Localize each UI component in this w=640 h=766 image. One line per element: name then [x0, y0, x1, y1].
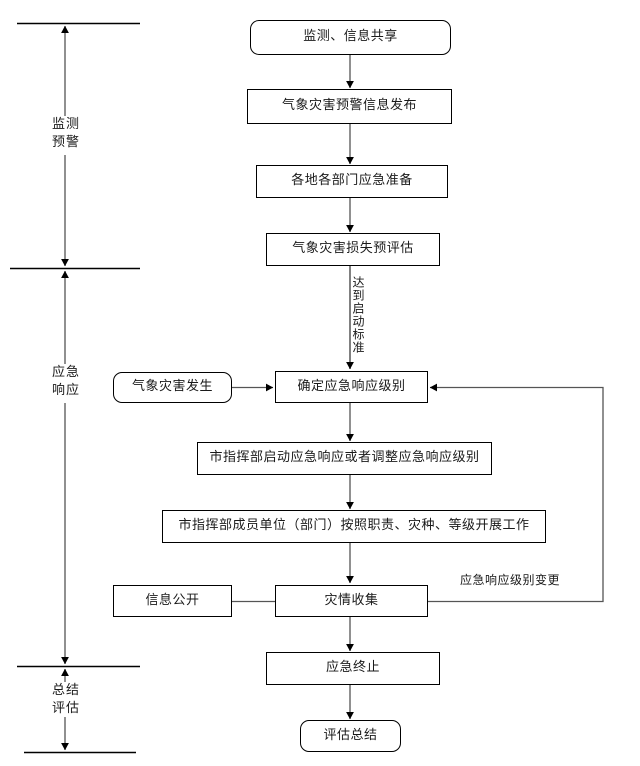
node-dept-prepare[interactable]: 各地各部门应急准备 [256, 165, 448, 198]
edge-label-level-change: 应急响应级别变更 [460, 573, 561, 587]
node-assess-summary[interactable]: 评估总结 [300, 720, 401, 752]
node-city-hq-start[interactable]: 市指挥部启动应急响应或者调整应急响应级别 [197, 442, 492, 475]
edge-level-change-feedback [428, 383, 604, 603]
node-monitor-share[interactable]: 监测、信息共享 [250, 20, 451, 55]
node-determine-level[interactable]: 确定应急响应级别 [275, 371, 428, 403]
node-disaster-occurs[interactable]: 气象灾害发生 [113, 372, 232, 403]
node-disaster-collect[interactable]: 灾情收集 [275, 585, 428, 617]
node-emergency-end[interactable]: 应急终止 [266, 652, 440, 685]
phase-label-monitoring: 监测 预警 [40, 116, 92, 152]
phase-label-response: 应急 响应 [40, 364, 92, 400]
phase-label-summary: 总结 评估 [40, 682, 92, 718]
phase-bracket-group [10, 22, 140, 754]
edge-label-activation-standard: 达到启动标准 [351, 276, 365, 354]
node-loss-preassess[interactable]: 气象灾害损失预评估 [266, 233, 440, 266]
node-info-disclosure[interactable]: 信息公开 [113, 585, 232, 617]
node-member-units[interactable]: 市指挥部成员单位（部门）按照职责、灾种、等级开展工作 [162, 510, 546, 543]
node-warning-release[interactable]: 气象灾害预警信息发布 [247, 89, 452, 124]
